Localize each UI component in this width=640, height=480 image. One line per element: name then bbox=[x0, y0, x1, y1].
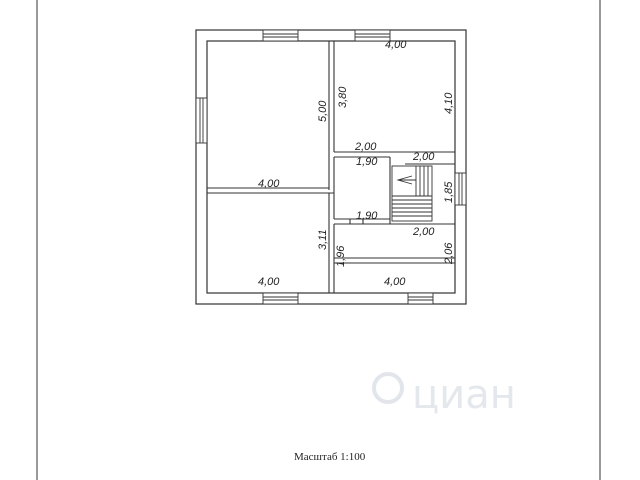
dim-top-right-height: 3,80 bbox=[337, 86, 349, 108]
staircase bbox=[391, 165, 433, 222]
watermark: циан bbox=[372, 372, 516, 418]
dim-corridor-a: 2,00 bbox=[354, 141, 377, 153]
watermark-logo-icon bbox=[372, 372, 404, 404]
outer-walls bbox=[195, 29, 467, 305]
dim-corridor-d: 1,90 bbox=[356, 210, 378, 222]
dim-top-right-width: 4,00 bbox=[385, 39, 407, 51]
dim-stair-depth: 1,85 bbox=[443, 181, 455, 203]
dim-bottom-left-width: 4,00 bbox=[258, 276, 280, 288]
watermark-text: циан bbox=[412, 372, 516, 418]
window-top-left bbox=[262, 29, 299, 42]
dim-top-left-depth: 5,00 bbox=[317, 100, 329, 122]
window-bottom-right bbox=[407, 292, 434, 305]
dim-bottom-left-depth: 3,11 bbox=[317, 229, 329, 250]
dim-corridor-c: 2,00 bbox=[412, 151, 435, 163]
dim-corridor-b: 1,90 bbox=[356, 156, 378, 168]
dim-bottom-right-width: 4,00 bbox=[384, 276, 406, 288]
dim-top-left-width: 4,00 bbox=[258, 178, 280, 190]
scale-label: Масштаб 1:100 bbox=[294, 451, 366, 463]
interior-walls bbox=[207, 41, 455, 293]
dim-bottom-right-height: 1,96 bbox=[335, 245, 347, 267]
dim-bottom-right-depth: 2,06 bbox=[443, 242, 455, 265]
window-right bbox=[454, 172, 467, 206]
dim-bottom-right-width-top: 2,00 bbox=[412, 226, 435, 238]
window-left bbox=[195, 97, 208, 144]
dim-top-right-depth: 4,10 bbox=[443, 92, 455, 114]
window-top-right bbox=[354, 29, 391, 42]
window-bottom-left bbox=[262, 292, 299, 305]
windows bbox=[195, 29, 467, 305]
